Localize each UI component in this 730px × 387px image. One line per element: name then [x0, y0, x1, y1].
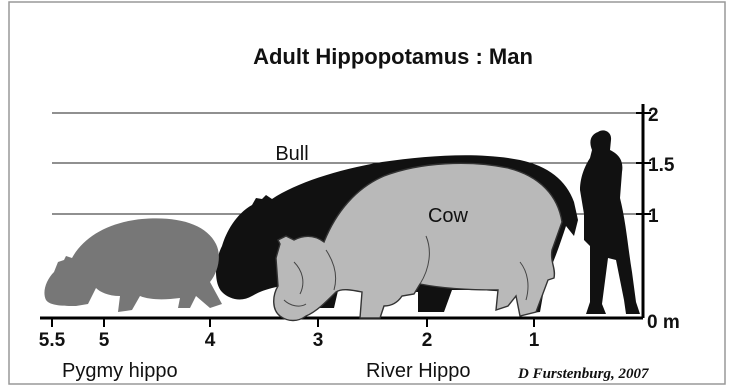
length-tick-label-5-5: 5.5	[39, 330, 66, 351]
length-tick-label-1: 1	[529, 330, 540, 351]
height-tick-label-1-5: 1.5	[648, 155, 675, 176]
river-hippo-label: River Hippo	[366, 360, 470, 382]
man-silhouette	[580, 130, 640, 314]
pygmy-hippo-silhouette	[44, 218, 222, 312]
pygmy-hippo-label: Pygmy hippo	[62, 360, 178, 382]
height-tick-label-0: 0 m	[647, 312, 680, 333]
bull-label: Bull	[275, 143, 308, 165]
credit-text: D Furstenburg, 2007	[517, 366, 649, 382]
length-tick-label-2: 2	[422, 330, 433, 351]
cow-label: Cow	[428, 205, 469, 227]
length-tick-label-4: 4	[205, 330, 216, 351]
length-axis: 5.5 5 4 3 2 1	[39, 318, 643, 351]
diagram-title: Adult Hippopotamus : Man	[253, 44, 533, 69]
height-tick-label-2: 2	[648, 105, 659, 126]
length-tick-label-5: 5	[99, 330, 110, 351]
height-tick-label-1: 1	[648, 206, 659, 227]
length-tick-label-3: 3	[313, 330, 324, 351]
height-axis: 2 1.5 1 0 m	[636, 104, 680, 333]
